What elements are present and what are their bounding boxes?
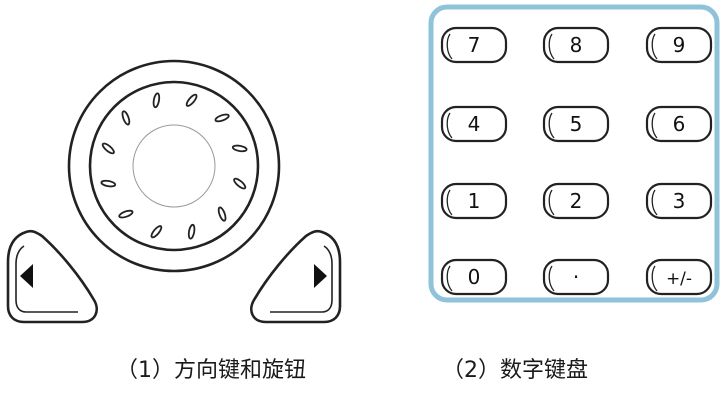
keypad-key-edge: [446, 112, 453, 139]
keypad-key-dot[interactable]: ·: [542, 258, 610, 296]
keypad-key-outline: [542, 182, 610, 220]
left-key-outline: [6, 229, 98, 324]
knob-notch: [217, 206, 227, 222]
keypad-key-label: 4: [468, 112, 481, 136]
keypad-key-outline: [542, 26, 610, 64]
keypad-key-8[interactable]: 8: [542, 26, 610, 64]
keypad-key-label: 9: [673, 33, 686, 57]
keypad-key-5[interactable]: 5: [542, 105, 610, 143]
keypad-key-outline: [440, 26, 508, 64]
left-arrow-key[interactable]: [6, 229, 98, 324]
keypad-key-label: 2: [570, 189, 583, 213]
knob-notch: [118, 209, 134, 219]
right-key-inner: [270, 245, 333, 313]
keypad-key-label: 5: [570, 112, 583, 136]
knob-notch: [121, 110, 131, 126]
keypad-key-3[interactable]: 3: [645, 182, 713, 220]
keypad-key-6[interactable]: 6: [645, 105, 713, 143]
knob-notches: [100, 92, 248, 240]
keypad-key-label: ·: [573, 265, 579, 289]
caption-numeric-keypad: （2）数字键盘: [442, 358, 588, 383]
keypad-key-edge: [651, 33, 658, 60]
knob-center: [132, 124, 216, 208]
keypad-key-9[interactable]: 9: [645, 26, 713, 64]
keypad-key-edge: [446, 189, 453, 216]
knob-notch: [187, 223, 196, 240]
keypad-key-edge: [548, 265, 555, 292]
keypad-key-label: 3: [673, 189, 686, 213]
numeric-keypad: 7 8 9 4 5 6 1 2 3 0 · +/-: [440, 26, 713, 296]
caption-knob-arrows: （1）方向键和旋钮: [116, 358, 306, 383]
keypad-key-edge: [548, 189, 555, 216]
left-key-inner: [15, 245, 78, 313]
right-key-outline: [250, 229, 342, 324]
keypad-panel: [428, 4, 720, 303]
knob-notch: [152, 92, 161, 109]
keypad-key-label: 0: [468, 265, 481, 289]
keypad-key-label: 7: [468, 33, 481, 57]
knob-notch: [101, 142, 115, 155]
keypad-key-edge: [548, 112, 555, 139]
keypad-key-0[interactable]: 0: [440, 258, 508, 296]
keypad-key-outline: [645, 258, 713, 296]
keypad-key-label: +/-: [666, 269, 692, 289]
knob-notch: [185, 93, 198, 107]
keypad-key-edge: [651, 112, 658, 139]
knob-notch: [233, 177, 247, 190]
knob-notch: [150, 225, 163, 239]
keypad-key-edge: [651, 265, 658, 292]
keypad-key-outline: [645, 26, 713, 64]
keypad-key-1[interactable]: 1: [440, 182, 508, 220]
keypad-key-label: 8: [570, 33, 583, 57]
rotary-knob-icon[interactable]: [67, 59, 281, 273]
keypad-key-outline: [440, 105, 508, 143]
right-arrow-icon: [314, 264, 327, 288]
keypad-key-outline: [542, 258, 610, 296]
right-arrow-key[interactable]: [250, 229, 342, 324]
left-arrow-icon: [20, 264, 33, 288]
keypad-key-sign[interactable]: +/-: [645, 258, 713, 296]
keypad-key-label: 1: [468, 189, 481, 213]
keypad-key-edge: [548, 33, 555, 60]
keypad-key-outline: [645, 182, 713, 220]
knob-notch: [231, 144, 248, 153]
keypad-key-outline: [542, 105, 610, 143]
keypad-key-4[interactable]: 4: [440, 105, 508, 143]
keypad-key-edge: [651, 189, 658, 216]
keypad-key-2[interactable]: 2: [542, 182, 610, 220]
keypad-key-7[interactable]: 7: [440, 26, 508, 64]
knob-notch: [214, 113, 230, 123]
keypad-key-edge: [446, 265, 453, 292]
keypad-key-outline: [440, 258, 508, 296]
keypad-key-label: 6: [673, 112, 686, 136]
keypad-key-outline: [645, 105, 713, 143]
knob-notch: [100, 179, 117, 188]
keypad-key-outline: [440, 182, 508, 220]
keypad-key-edge: [446, 33, 453, 60]
